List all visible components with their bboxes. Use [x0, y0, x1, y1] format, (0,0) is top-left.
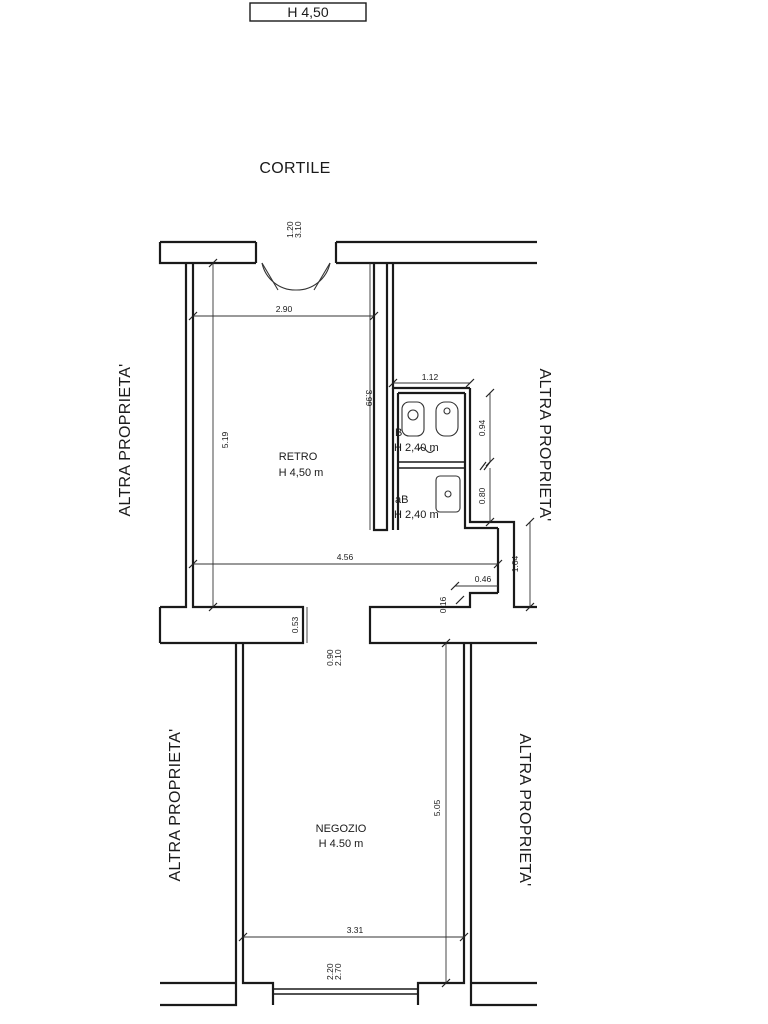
bath2-height: H 2,40 m: [394, 509, 439, 521]
dim-jog-small: 0.16: [438, 596, 448, 613]
dim-retro-inner: 3.99: [364, 390, 374, 407]
top-double-door: [261, 262, 331, 291]
dim-bath-width: 1.12: [422, 372, 439, 382]
negozio-name: NEGOZIO: [316, 823, 367, 835]
bath1-height: H 2,40 m: [394, 442, 439, 454]
dim-top-door-h: 3.10: [293, 221, 303, 238]
dim-shop-width: 3.31: [347, 925, 364, 935]
other-property-right-lower-label: ALTRA PROPRIETA': [516, 733, 533, 886]
bath1-name: B: [395, 427, 402, 439]
dim-passage-wall: 0.53: [290, 616, 300, 633]
dim-bath1-depth: 0.94: [477, 419, 487, 436]
bath-fixtures: [401, 401, 461, 513]
dim-jog-length: 1.04: [510, 555, 520, 572]
dim-front-door-h: 2.70: [333, 963, 343, 980]
bidet-icon: [435, 401, 459, 437]
sink-icon: [435, 475, 461, 513]
dim-retro-width: 2.90: [276, 304, 293, 314]
bath-door-mark: [417, 446, 435, 454]
height-box-label: H 4,50: [287, 4, 328, 20]
toilet-icon: [401, 401, 425, 437]
negozio-height: H 4.50 m: [319, 838, 364, 850]
other-property-left-upper-label: ALTRA PROPRIETA': [117, 363, 134, 516]
other-property-left-lower-label: ALTRA PROPRIETA': [167, 728, 184, 881]
retro-height: H 4,50 m: [279, 467, 324, 479]
dim-corridor-width: 4.56: [337, 552, 354, 562]
dim-bath2-depth: 0.80: [477, 487, 487, 504]
dimension-lines: [188, 258, 535, 988]
dim-jog-width: 0.46: [475, 574, 492, 584]
courtyard-label: CORTILE: [259, 160, 330, 177]
dim-retro-length: 5.19: [220, 431, 230, 448]
dim-passage-door-h: 2.10: [333, 649, 343, 666]
walls-negozio: [160, 643, 537, 1007]
height-box: [249, 2, 367, 22]
other-property-right-upper-label: ALTRA PROPRIETA': [536, 368, 553, 521]
walls-retro: [158, 240, 537, 645]
dim-front-door-w: 2.20: [325, 963, 335, 980]
bath2-name: aB: [395, 494, 408, 506]
dim-passage-door-w: 0.90: [325, 649, 335, 666]
dim-shop-length: 5.05: [432, 799, 442, 816]
dimension-texts: 1.20 3.10 2.90 5.19 3.99 1.12 0.94 0.80 …: [220, 221, 520, 980]
room-labels: RETRO H 4,50 m B H 2,40 m aB H 2,40 m NE…: [279, 427, 439, 850]
dim-top-door-w: 1.20: [285, 221, 295, 238]
retro-name: RETRO: [279, 451, 318, 463]
